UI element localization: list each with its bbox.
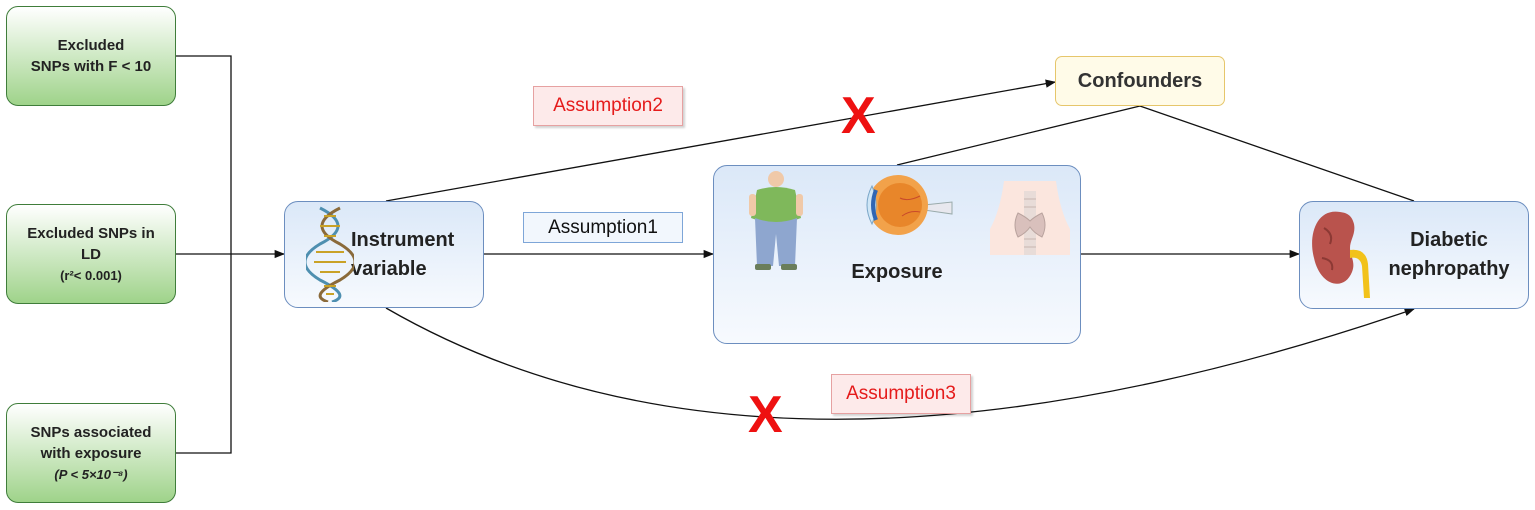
confounders-to-exposure-line xyxy=(896,105,1141,166)
kidney-icon xyxy=(1312,211,1370,298)
filter-text-line: SNPs with F < 10 xyxy=(30,58,152,75)
filter-text-line: SNPs associated xyxy=(30,423,152,441)
filter-text-line: with exposure xyxy=(40,444,142,462)
filter-box-association: SNPs associated with exposure (P < 5×10⁻… xyxy=(6,403,176,503)
filter-text-line: Excluded SNPs in xyxy=(27,224,155,242)
dna-icon xyxy=(306,206,354,302)
filter-box-ld: Excluded SNPs in LD (r²< 0.001) xyxy=(6,204,176,304)
instrument-to-confounders-arrow xyxy=(385,79,1057,202)
violation-cross-mark: X xyxy=(841,87,876,145)
eye-icon xyxy=(866,175,953,235)
filter-threshold: (P < 5×10⁻⁸) xyxy=(54,466,128,482)
instrument-variable-node: Instrument variable xyxy=(284,201,484,308)
filter-text-line: LD xyxy=(81,245,101,263)
filter-text-line: Excluded xyxy=(57,37,125,54)
confounders-label: Confounders xyxy=(1077,69,1203,92)
filter-box-f-statistic: Excluded SNPs with F < 10 xyxy=(6,6,176,106)
assumption3-label: Assumption3 xyxy=(831,374,971,414)
outcome-label-line: nephropathy xyxy=(1388,258,1510,280)
confounders-node: Confounders xyxy=(1055,56,1225,106)
filter-threshold: (r²< 0.001) xyxy=(60,267,122,283)
thyroid-icon xyxy=(990,181,1070,255)
assumption2-label: Assumption2 xyxy=(533,86,683,126)
exposure-label: Exposure xyxy=(851,261,943,283)
obese-person-icon xyxy=(749,171,803,270)
outcome-label-line: Diabetic xyxy=(1410,229,1488,251)
assumption1-label: Assumption1 xyxy=(523,212,683,243)
instrument-to-outcome-curve xyxy=(385,307,1415,420)
instrument-label-line: variable xyxy=(351,257,427,280)
violation-cross-mark: X xyxy=(748,386,783,444)
confounders-to-outcome-line xyxy=(1139,105,1415,202)
instrument-label-line: Instrument xyxy=(351,228,455,251)
